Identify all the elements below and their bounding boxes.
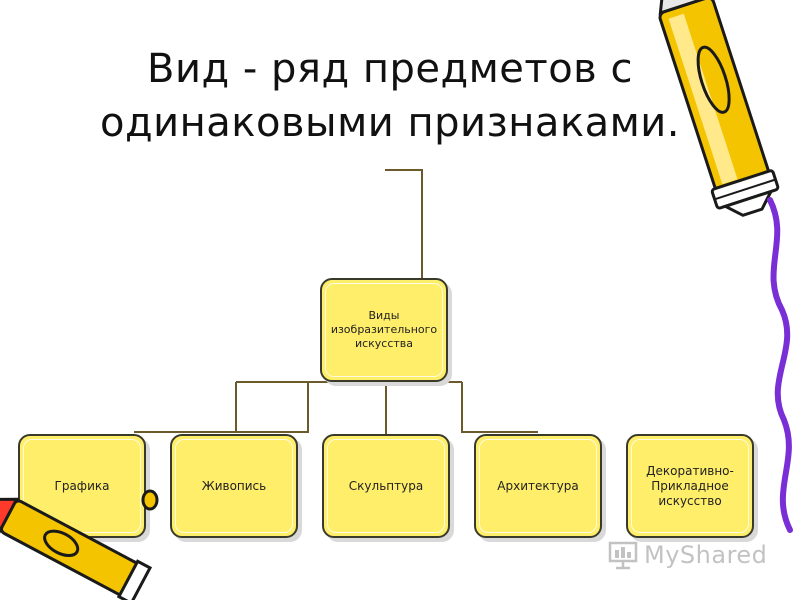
diagram-node-architecture: Архитектура: [474, 434, 602, 538]
diagram-node-decorative: Декоративно- Прикладное искусство: [626, 434, 754, 538]
root-node-line-2: изобразительного: [330, 323, 438, 336]
node-decorative-line-1: Декоративно-: [646, 463, 734, 478]
connector-painting: [234, 382, 309, 433]
root-node-label: Виды изобразительного искусства: [323, 309, 445, 351]
connector-graphics: [134, 382, 237, 433]
slide-title-line-2: одинаковыми признаками.: [100, 100, 680, 146]
diagram-root-node: Виды изобразительного искусства: [320, 278, 448, 382]
node-painting-label: Живопись: [201, 478, 267, 493]
node-architecture-label: Архитектура: [497, 478, 579, 493]
connector-top: [385, 169, 423, 278]
root-node-line-1: Виды: [368, 309, 400, 322]
connector-architecture: [461, 382, 538, 433]
watermark: MyShared: [608, 538, 778, 572]
diagram-node-painting: Живопись: [170, 434, 298, 538]
node-decorative-line-3: искусство: [658, 493, 722, 508]
diagram-node-sculpture: Скульптура: [322, 434, 450, 538]
slide-title: Вид - ряд предметов с одинаковыми призна…: [40, 42, 740, 150]
node-graphics-label: Графика: [54, 478, 110, 493]
node-decorative-line-2: Прикладное: [651, 478, 729, 493]
node-decorative-label: Декоративно- Прикладное искусство: [638, 464, 742, 509]
slide-title-line-1: Вид - ряд предметов с: [147, 46, 633, 92]
presentation-board-icon: [608, 541, 638, 570]
node-sculpture-label: Скульптура: [348, 478, 424, 493]
watermark-text: MyShared: [644, 541, 768, 569]
diagram-node-graphics: Графика: [18, 434, 146, 538]
root-node-line-3: искусства: [354, 337, 414, 350]
